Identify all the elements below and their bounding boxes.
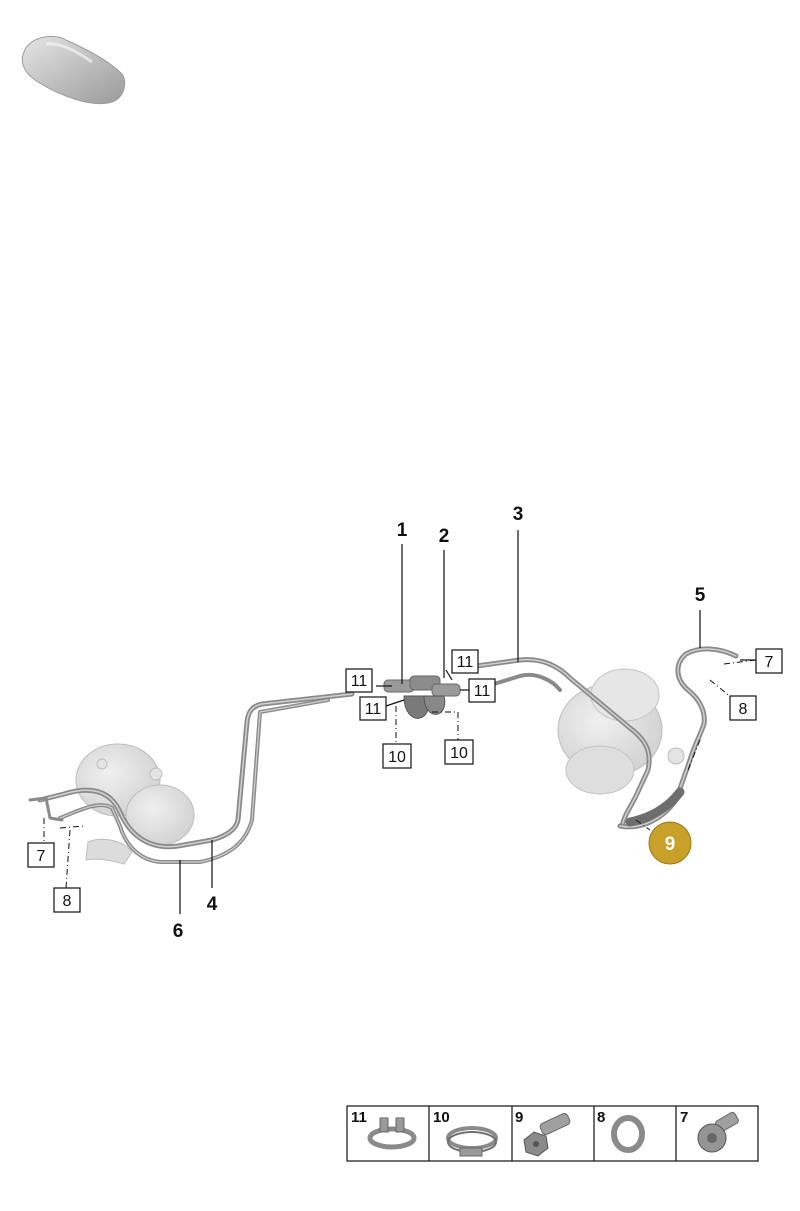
callout-box-7-right: 7 <box>755 648 783 674</box>
callout-11-a: 11 <box>351 673 368 690</box>
right-turbocharger <box>557 668 685 795</box>
callout-7-left: 7 <box>37 848 46 865</box>
highlighted-callout-9[interactable]: 9 <box>648 821 692 865</box>
callout-11-b: 11 <box>365 701 382 718</box>
callout-box-8-left: 8 <box>53 887 81 913</box>
dash-dot-lines <box>43 659 757 889</box>
left-turbocharger <box>75 743 195 865</box>
callout-10-a: 10 <box>388 749 406 766</box>
parts-legend: 11 10 9 8 <box>346 1105 759 1162</box>
callout-box-8-right: 8 <box>729 695 757 721</box>
leader-lines <box>179 530 756 914</box>
svg-text:8: 8 <box>597 1109 605 1126</box>
sealing-ring-icon <box>611 1115 645 1153</box>
hose-clamp-small-icon <box>367 1117 417 1150</box>
callout-7-right: 7 <box>765 654 774 671</box>
callout-8-left: 8 <box>63 893 72 910</box>
legend-item-8[interactable]: 8 <box>597 1109 645 1153</box>
svg-text:10: 10 <box>433 1109 450 1126</box>
callout-4: 4 <box>207 894 218 915</box>
svg-text:11: 11 <box>351 1109 367 1126</box>
svg-text:7: 7 <box>680 1109 688 1126</box>
callout-10-b: 10 <box>450 745 468 762</box>
legend-item-10[interactable]: 10 <box>433 1109 498 1157</box>
callout-2: 2 <box>439 526 450 547</box>
svg-text:9: 9 <box>515 1109 523 1126</box>
vehicle-thumbnail-icon <box>21 36 126 105</box>
callout-9: 9 <box>665 834 676 855</box>
coolant-pipes <box>28 646 739 864</box>
callout-box-7-left: 7 <box>27 842 55 868</box>
legend-item-11[interactable]: 11 <box>351 1109 417 1150</box>
callout-box-11-d: 11 <box>468 678 496 703</box>
callout-box-11-c: 11 <box>451 649 479 674</box>
callout-3: 3 <box>513 504 524 525</box>
callout-6: 6 <box>173 921 184 942</box>
hollow-bolt-icon <box>523 1113 571 1157</box>
callout-11-c: 11 <box>457 654 474 671</box>
callout-5: 5 <box>695 585 706 606</box>
callout-11-d: 11 <box>474 683 491 700</box>
callout-8-right: 8 <box>739 701 748 718</box>
legend-item-9[interactable]: 9 <box>515 1109 571 1157</box>
callout-box-11-b: 11 <box>359 696 387 721</box>
hose-clamp-band-icon <box>446 1126 498 1157</box>
coolant-valve-assembly <box>383 675 461 719</box>
callout-box-10-b: 10 <box>444 739 474 765</box>
callout-1: 1 <box>397 520 408 541</box>
callout-box-11-a: 11 <box>345 668 373 693</box>
callout-box-10-a: 10 <box>382 743 412 769</box>
legend-item-7[interactable]: 7 <box>680 1109 740 1153</box>
torx-screw-icon <box>697 1111 739 1153</box>
